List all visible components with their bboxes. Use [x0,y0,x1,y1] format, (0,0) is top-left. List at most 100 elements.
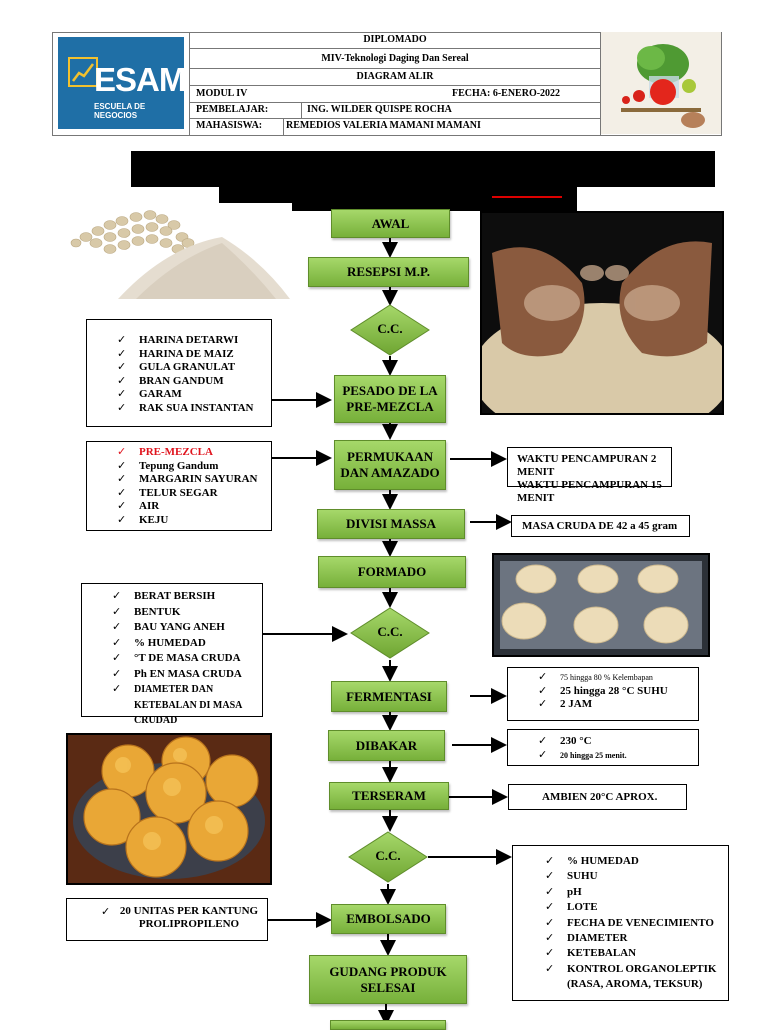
list-item: ✓% HUMEDAD [112,636,262,652]
check-icon: ✓ [112,621,122,633]
check-icon: ✓ [112,667,122,680]
header-doc-type: DIAGRAM ALIR [190,69,600,86]
list-item: ✓230 °C [538,735,592,747]
pembelajar-name: ING. WILDER QUISPE ROCHA [307,104,452,115]
logo-chart-icon [68,57,98,87]
step-fermentasi[interactable]: FERMENTASI [331,681,447,712]
step-resepsi[interactable]: RESEPSI M.P. [308,257,469,287]
check-icon: ✓ [538,698,548,710]
check-icon: ✓ [117,374,127,387]
header-modul-row: MODUL IV FECHA: 6-ENERO-2022 [190,86,600,103]
check-icon: ✓ [101,906,111,918]
check-icon: ✓ [117,486,127,499]
logo-cell [52,32,190,136]
list-item: ✓GULA GRANULAT [117,361,236,373]
list-item: ✓BRAN GANDUM [117,374,224,387]
list-item: ✓2 JAM [538,698,593,710]
list-item: ✓LOTE [545,900,728,915]
list-item: ✓DIAMETER [545,931,728,946]
check-icon: ✓ [545,855,555,867]
list-item: ✓KETEBALAN [545,946,728,961]
check-icon: ✓ [117,361,127,373]
check-icon: ✓ [545,885,555,898]
check-icon: ✓ [117,446,127,458]
list-item: ✓BERAT BERSIH [112,589,262,605]
check-icon: ✓ [117,459,127,472]
check-icon: ✓ [117,388,127,400]
cc1-label: C.C. [377,321,403,336]
list-item: ✓KONTROL ORGANOLEPTIK (RASA, AROMA, TEKS… [545,962,717,991]
logo-subtext: ESCUELA DE NEGOCIOS [94,102,146,120]
check-icon: ✓ [112,652,122,664]
step-divisi[interactable]: DIVISI MASSA [317,509,465,539]
step-dibakar[interactable]: DIBAKAR [328,730,445,761]
step-pesado[interactable]: PESADO DE LA PRE-MEZCLA [334,375,446,423]
header-title: DIPLOMADO [190,32,600,49]
beans-flour-photo [66,203,292,303]
decision-cc1[interactable]: C.C. [350,304,430,356]
red-underline [492,196,562,198]
list-item: ✓DIAMETER DAN KETEBALAN DI MASA CRUDAD [112,683,242,726]
check-icon: ✓ [117,500,127,512]
mixing-time-box: WAKTU PENCAMPURAN 2 MENIT WAKTU PENCAMPU… [507,447,672,504]
table-divider [283,118,284,135]
check-icon: ✓ [545,916,555,929]
cc2-checks-box: ✓BERAT BERSIH ✓BENTUK ✓BAU YANG ANEH ✓% … [81,583,263,726]
step-formado[interactable]: FORMADO [318,556,466,588]
list-item: ✓Tepung Gandum [117,459,219,472]
check-icon: ✓ [545,962,555,975]
ingredients2-list: ✓PRE-MEZCLA ✓Tepung Gandum ✓MARGARIN SAY… [117,446,271,527]
step-gudang[interactable]: GUDANG PRODUK SELESAI [309,955,467,1004]
list-item: ✓RAK SUA INSTANTAN [117,401,254,414]
step-terseram[interactable]: TERSERAM [329,782,449,810]
header-subtitle: MIV-Teknologi Daging Dan Sereal [190,49,600,69]
list-item: ✓pH [545,885,728,900]
check-icon: ✓ [117,347,127,360]
ingredients1-box: ✓HARINA DETARWI ✓HARINA DE MAIZ ✓GULA GR… [86,319,272,427]
check-icon: ✓ [117,334,127,346]
mahasiswa-name: REMEDIOS VALERIA MAMANI MAMANI [286,120,481,131]
dibakar-list: ✓230 °C ✓20 hingga 25 menit. [538,735,698,762]
list-item: ✓20 hingga 25 menit. [538,748,627,761]
check-icon: ✓ [538,748,548,761]
check-icon: ✓ [112,605,122,618]
check-icon: ✓ [117,473,127,485]
decision-cc3[interactable]: C.C. [348,831,428,883]
ingredients2-box: ✓PRE-MEZCLA ✓Tepung Gandum ✓MARGARIN SAY… [86,441,272,531]
list-item: ✓MARGARIN SAYURAN [117,473,258,485]
mahasiswa-label: MAHASISWA: [196,120,263,131]
step-embolsado[interactable]: EMBOLSADO [331,904,446,934]
vegetables-photo [600,32,722,136]
list-item: ✓°T DE MASA CRUDA [112,651,262,667]
list-item: ✓% HUMEDAD [545,854,728,869]
pembelajar-label: PEMBELAJAR: [196,104,269,115]
check-icon: ✓ [112,683,122,695]
list-item: ✓SUHU [545,869,728,884]
header-table [52,32,722,136]
check-icon: ✓ [117,401,127,414]
cc3-checks-box: ✓% HUMEDAD ✓SUHU ✓pH ✓LOTE ✓FECHA DE VEN… [512,845,729,1001]
list-item: ✓FECHA DE VENECIMIENTO [545,916,728,931]
check-icon: ✓ [545,947,555,960]
list-item: ✓75 hingga 80 % Kelembapan [538,671,653,683]
decision-cc2[interactable]: C.C. [350,607,430,659]
header-pembelajar-row: PEMBELAJAR: ING. WILDER QUISPE ROCHA [190,102,600,119]
check-icon: ✓ [538,671,548,683]
dibakar-box: ✓230 °C ✓20 hingga 25 menit. [507,729,699,766]
list-item: ✓KEJU [117,513,169,526]
esam-logo: ESAM ESCUELA DE NEGOCIOS [58,37,186,129]
step-continuation[interactable] [330,1020,446,1030]
cc2-label: C.C. [377,624,403,639]
mixing-time-2: WAKTU PENCAMPURAN 15 MENIT [517,479,662,504]
step-awal[interactable]: AWAL [331,209,450,238]
fermentasi-box: ✓75 hingga 80 % Kelembapan ✓25 hingga 28… [507,667,699,721]
check-icon: ✓ [112,590,122,602]
header-mahasiswa-row: MAHASISWA: REMEDIOS VALERIA MAMANI MAMAN… [190,118,600,135]
step-permukaan[interactable]: PERMUKAAN DAN AMAZADO [334,440,446,490]
list-item: ✓BAU YANG ANEH [112,620,262,636]
fermentasi-list: ✓75 hingga 80 % Kelembapan ✓25 hingga 28… [538,671,698,712]
embolsado-box: ✓ 20 UNITAS PER KANTUNG PROLIPROPILENO [66,898,268,941]
baked-bread-photo [66,733,272,885]
check-icon: ✓ [112,636,122,649]
